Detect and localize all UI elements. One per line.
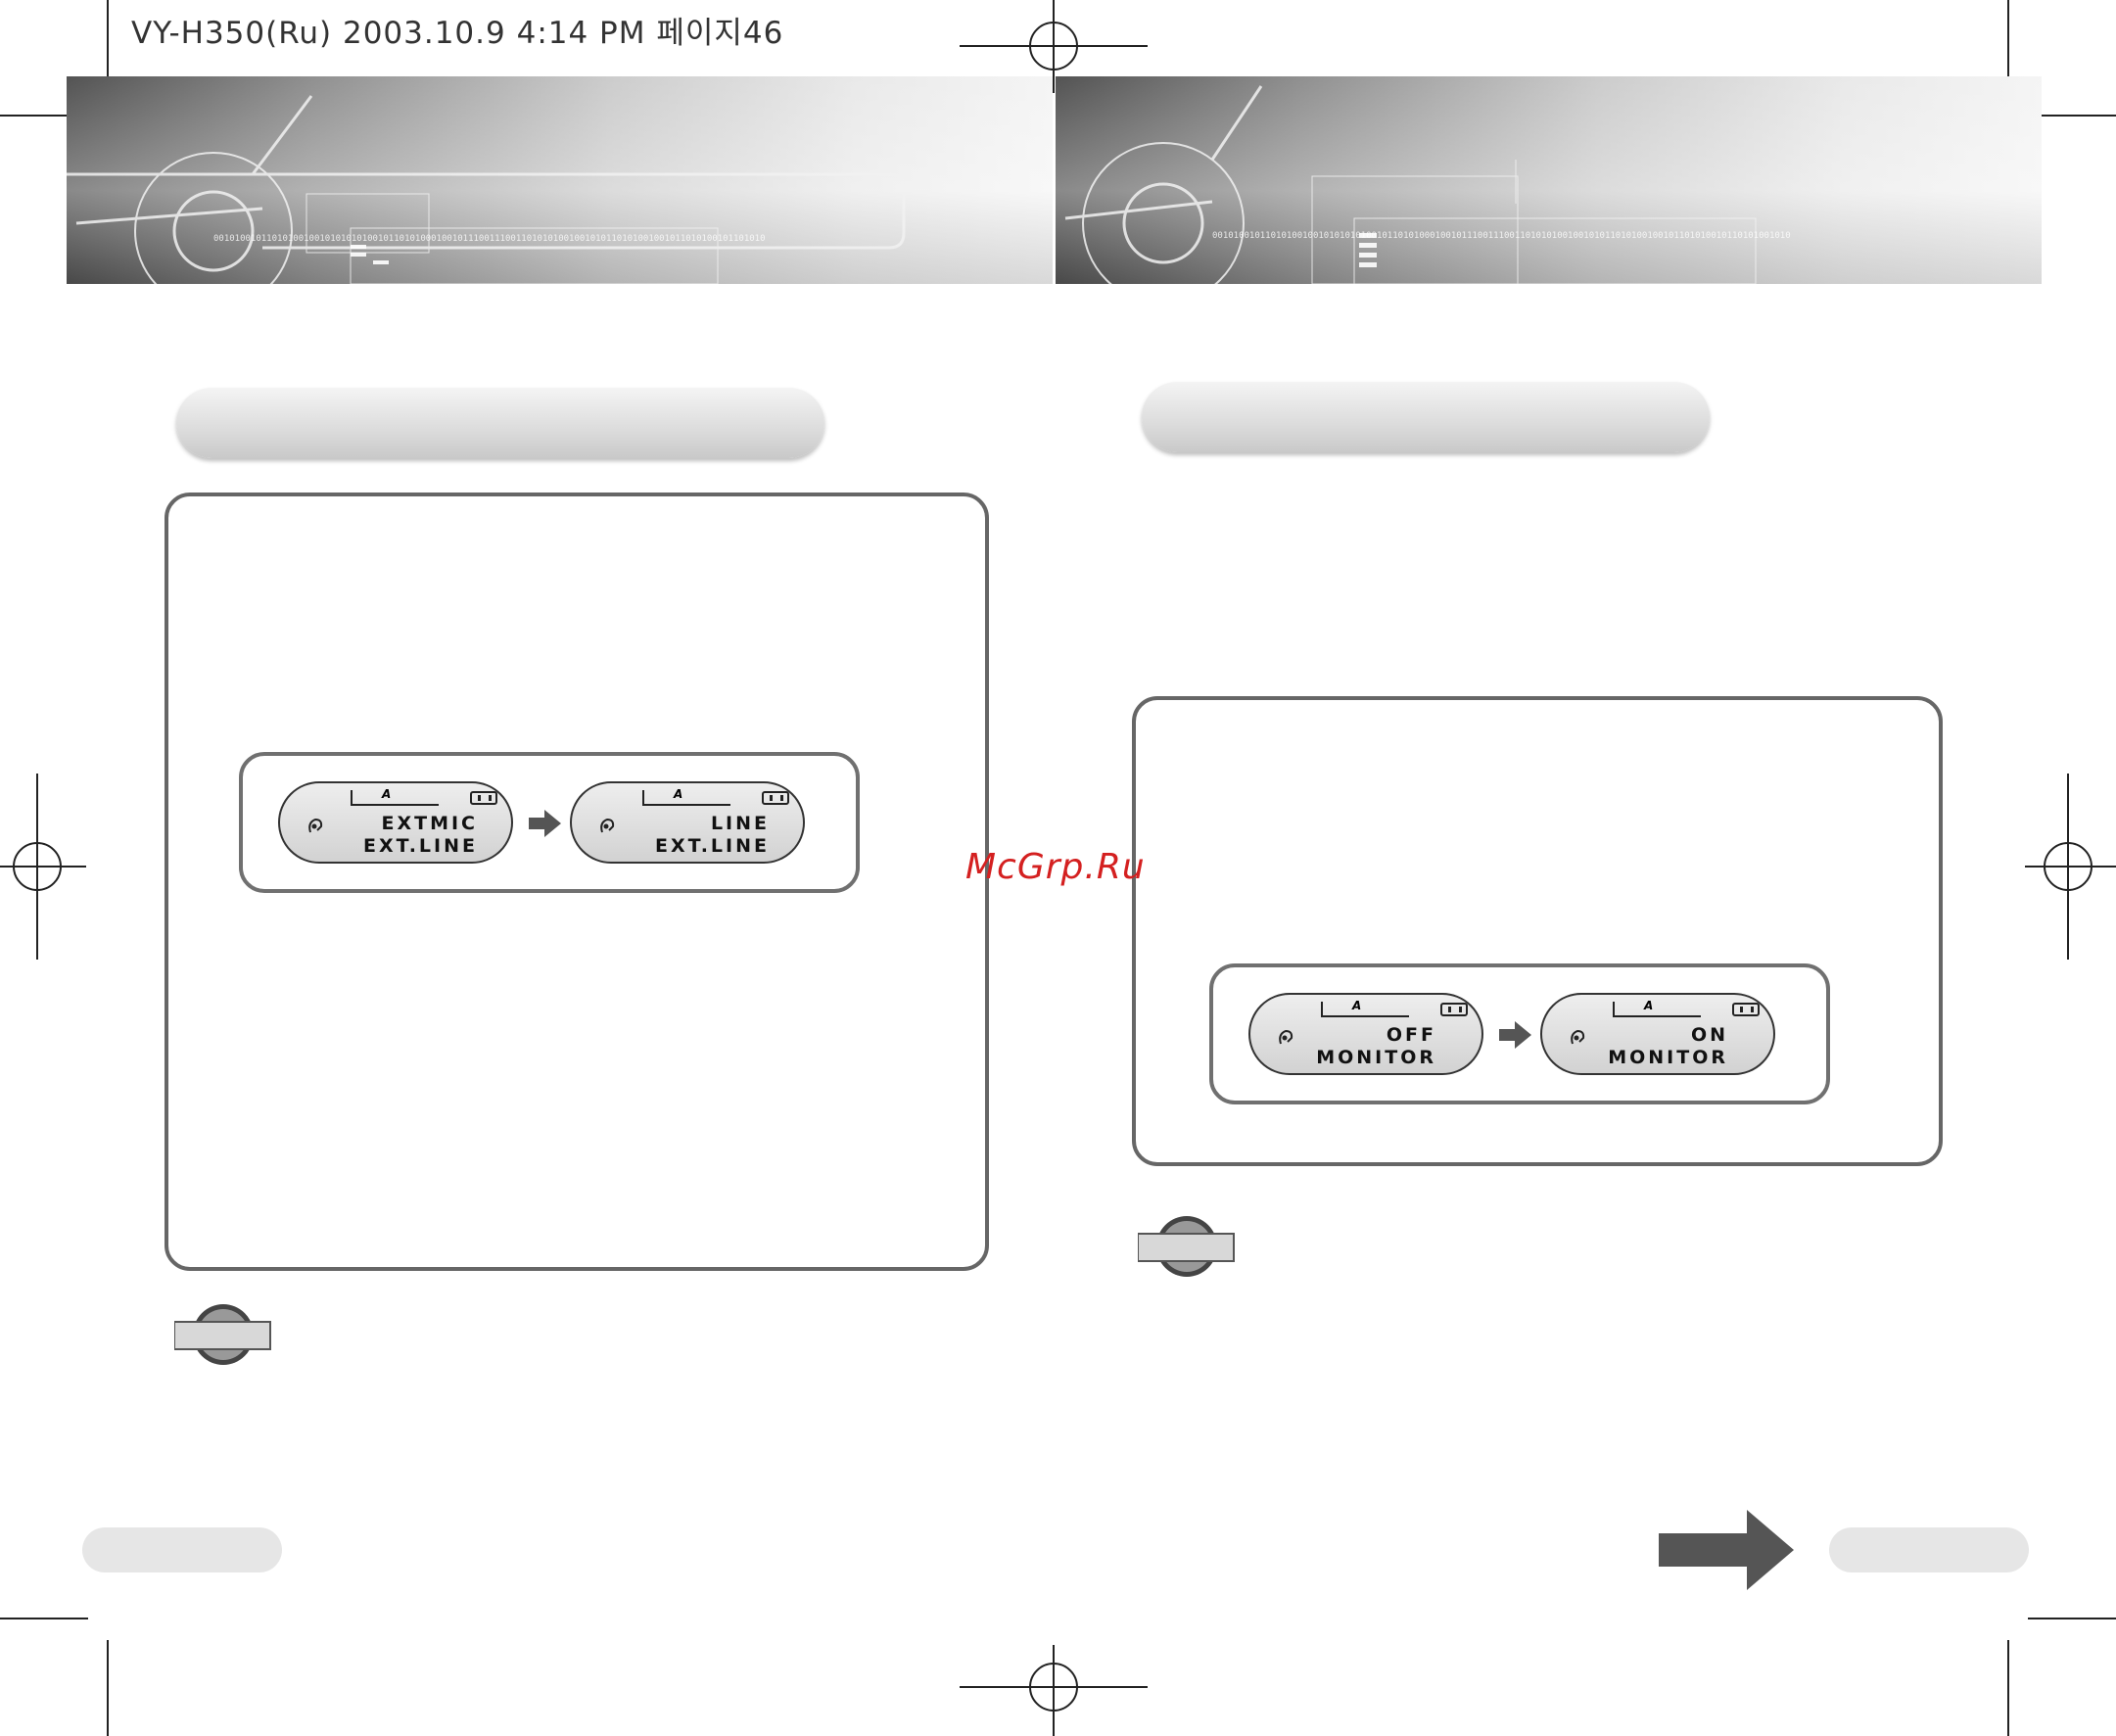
headphone-icon	[600, 818, 615, 833]
folder-icon: A	[1613, 999, 1701, 1017]
headphone-icon	[1279, 1029, 1293, 1045]
registration-mark-icon	[13, 22, 2092, 1712]
svg-text:001010010110101001001010101010: 0010100101101010010010101010100101101010…	[1212, 231, 1791, 241]
watermark: McGrp.Ru	[965, 847, 1146, 887]
right-arrow-icon	[1499, 1021, 1531, 1049]
lcd-line1: EXTMIC	[381, 813, 478, 834]
battery-icon	[1732, 1003, 1760, 1016]
folder-icon: A	[1321, 999, 1409, 1017]
left-section-title	[176, 388, 824, 458]
svg-text:001010010110101001001010101010: 0010100101101010010010101010100101101010…	[213, 234, 766, 244]
next-page-arrow-icon[interactable]	[1659, 1510, 1796, 1590]
lcd-line1: ON	[1690, 1024, 1728, 1046]
lcd-display-before: A EXTMIC EXT.LINE	[278, 781, 513, 864]
banner-decoration: 0010100101101010010010101010100101101010…	[67, 95, 906, 284]
left-banner: 0010100101101010010010101010100101101010…	[67, 76, 1053, 284]
banner-decoration: 0010100101101010010010101010100101101010…	[1064, 85, 1791, 284]
right-page-number	[1829, 1527, 2029, 1572]
note-icon	[1138, 1216, 1235, 1277]
print-header: VY-H350(Ru) 2003.10.9 4:14 PM 페이지46	[131, 16, 784, 51]
lcd-line1: LINE	[710, 813, 770, 834]
lcd-line2: EXT.LINE	[363, 835, 478, 857]
right-arrow-icon	[529, 810, 561, 837]
right-banner: 0010100101101010010010101010100101101010…	[1056, 76, 2042, 284]
lcd-display-after: A ON MONITOR	[1540, 993, 1775, 1075]
note-icon	[174, 1304, 271, 1365]
right-display-frame: A OFF MONITOR A ON MONITOR	[1209, 963, 1830, 1104]
left-display-frame: A EXTMIC EXT.LINE A LINE EXT.LINE	[239, 752, 860, 893]
lcd-line2: MONITOR	[1316, 1047, 1436, 1068]
lcd-line2: MONITOR	[1608, 1047, 1728, 1068]
lcd-line2: EXT.LINE	[655, 835, 770, 857]
folder-icon: A	[351, 787, 439, 806]
battery-icon	[1440, 1003, 1468, 1016]
lcd-line1: OFF	[1386, 1024, 1436, 1046]
battery-icon	[470, 791, 497, 805]
right-section-title	[1142, 382, 1710, 452]
lcd-display-before: A OFF MONITOR	[1248, 993, 1483, 1075]
headphone-icon	[308, 818, 323, 833]
battery-icon	[762, 791, 789, 805]
left-page-number	[82, 1527, 282, 1572]
lcd-display-after: A LINE EXT.LINE	[570, 781, 805, 864]
folder-icon: A	[642, 787, 730, 806]
headphone-icon	[1571, 1029, 1585, 1045]
